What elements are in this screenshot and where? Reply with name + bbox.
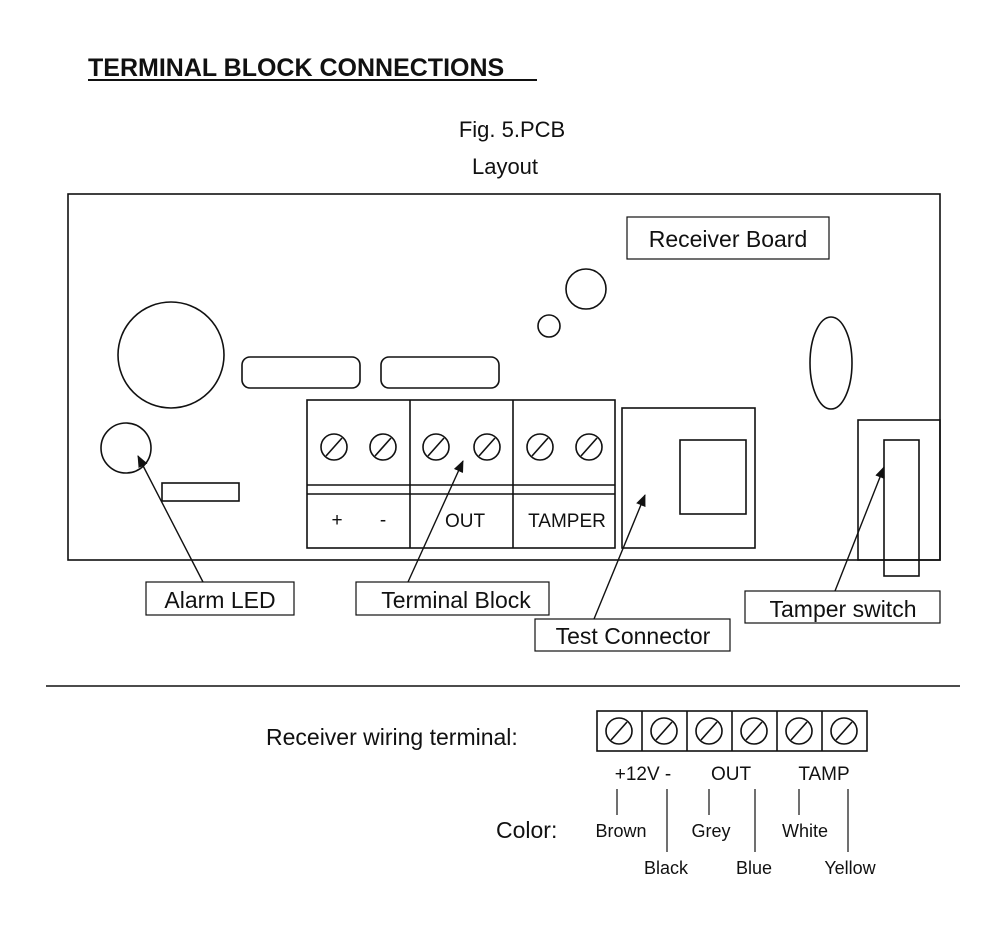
test-connector-socket [679, 439, 747, 515]
tamper-switch-leader-arrow [834, 466, 885, 592]
screw-terminal-icon [526, 433, 554, 461]
wiring-group-tamp: TAMP [798, 764, 849, 785]
figure-caption-line2: Layout [472, 154, 538, 179]
screw-terminal-icon [473, 433, 501, 461]
terminal-block-label-box [355, 581, 550, 616]
tamper-switch-label-box [744, 590, 941, 624]
color-label: Color: [496, 817, 557, 843]
screw-terminal-icon [369, 433, 397, 461]
wiring-group-power: +12V - [615, 764, 672, 785]
buzzer-component [117, 301, 225, 409]
resistor-component [161, 482, 240, 502]
wire-color-white: White [782, 821, 828, 841]
wire-color-grey: Grey [691, 821, 730, 841]
test-connector-label-box [534, 618, 731, 652]
capsule-component-2 [380, 356, 500, 389]
screw-terminal-icon [785, 717, 813, 745]
figure-caption-line1: Fig. 5.PCB [459, 117, 565, 142]
alarm-led-leader-arrow [137, 455, 204, 583]
wire-color-yellow: Yellow [824, 858, 876, 878]
wire-color-black: Black [644, 858, 689, 878]
screw-terminal-icon [605, 717, 633, 745]
alarm-led-component [100, 422, 152, 474]
page-title: TERMINAL BLOCK CONNECTIONS [88, 54, 504, 82]
terminal-minus-label: - [380, 510, 386, 531]
test-connector-label: Test Connector [556, 623, 711, 649]
wiring-group-out: OUT [711, 764, 752, 785]
terminal-block-leader-arrow [407, 460, 464, 583]
tamper-switch-plunger [883, 439, 920, 577]
screw-terminal-icon [320, 433, 348, 461]
test-connector-housing [621, 407, 756, 549]
receiver-board-label: Receiver Board [649, 226, 808, 252]
wiring-terminal-label: Receiver wiring terminal: [266, 724, 518, 750]
terminal-plus-label: + [331, 510, 342, 531]
screw-terminal-icon [830, 717, 858, 745]
terminal-tamper-label: TAMPER [528, 511, 606, 532]
receiver-board-label-box [626, 216, 830, 260]
tamper-switch-label: Tamper switch [770, 596, 917, 622]
tamper-switch-housing [857, 419, 941, 561]
pcb-terminal-block: + - OUT TAMPER [306, 399, 616, 549]
screw-terminal-icon [695, 717, 723, 745]
terminal-out-label: OUT [445, 511, 486, 532]
receiver-wiring-terminal [596, 710, 868, 752]
oval-component [809, 316, 853, 410]
screw-terminal-icon [575, 433, 603, 461]
alarm-led-label: Alarm LED [164, 587, 275, 613]
pcb-board-outline [67, 193, 941, 561]
screw-terminal-icon [422, 433, 450, 461]
screw-terminal-icon [650, 717, 678, 745]
alarm-led-label-box [145, 581, 295, 616]
capacitor-large [565, 268, 607, 310]
capsule-component-1 [241, 356, 361, 389]
test-connector-leader-arrow [593, 494, 646, 620]
wire-color-blue: Blue [736, 858, 772, 878]
capacitor-small [537, 314, 561, 338]
wire-color-brown: Brown [595, 821, 646, 841]
screw-terminal-icon [740, 717, 768, 745]
terminal-block-label: Terminal Block [381, 587, 531, 613]
